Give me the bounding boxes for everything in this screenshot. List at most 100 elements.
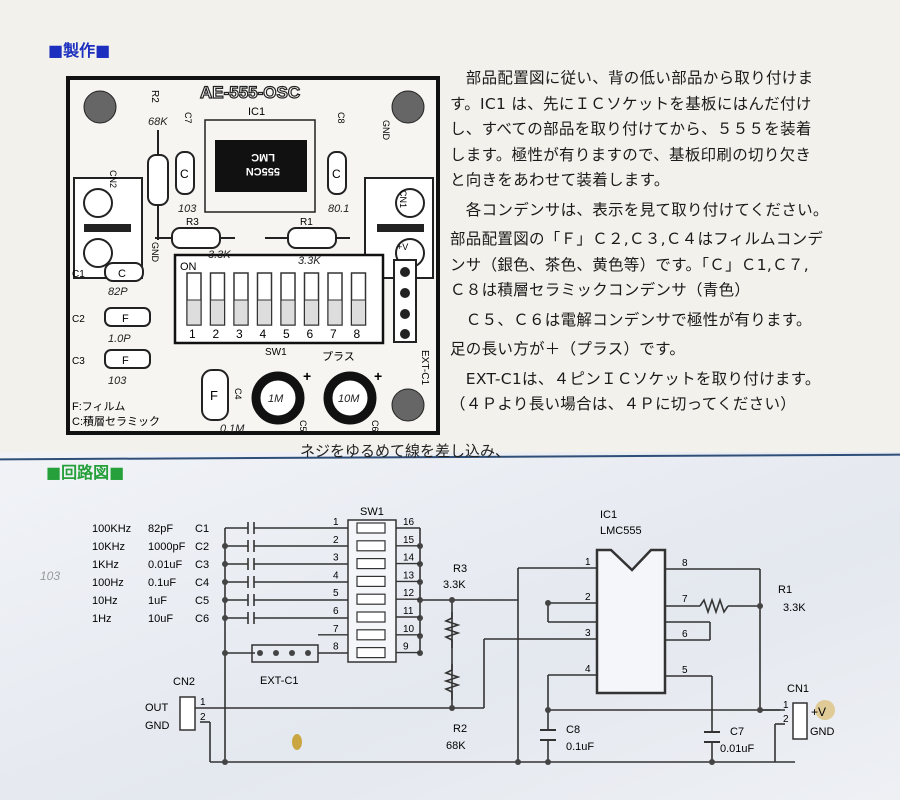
cap-name: C3	[195, 559, 209, 571]
capacitor-c7-symbol	[704, 731, 720, 743]
c6-label: C6	[370, 420, 380, 432]
sw-left-pin: 7	[333, 624, 339, 635]
instruction-line: Ｃ８は積層セラミックコンデンサ（青色）	[450, 281, 751, 299]
hand-note-c6: 10M	[338, 393, 360, 405]
instruction-line: 足の長い方が＋（プラス）です。	[450, 340, 686, 358]
dip-lever-knob	[210, 299, 225, 326]
plus-mark-c5: +	[303, 368, 311, 384]
c8-label: C8	[336, 112, 346, 124]
dip-lever-knob	[257, 299, 272, 326]
sw-element	[356, 629, 386, 641]
hand-note-c5: 1M	[268, 393, 284, 405]
dip-number: 4	[260, 327, 267, 341]
capacitor-c1	[104, 262, 144, 282]
c3-label: C3	[72, 356, 85, 367]
cap-frequency: 1KHz	[92, 559, 119, 571]
r2-label: R2	[149, 90, 160, 103]
vplus-pcb-label: +V	[397, 242, 408, 252]
instruction-line: 各コンデンサは、表示を見て取り付けてください。	[450, 200, 829, 219]
c7-schematic-label: C7	[730, 726, 744, 738]
capacitor-symbol	[225, 576, 348, 588]
ic-pin-1: 1	[585, 557, 591, 568]
ic-pin-4: 4	[585, 664, 591, 675]
resistor-r2	[147, 130, 169, 240]
cn1-pin2: 2	[783, 714, 789, 725]
cn1-pcb-label: CN1	[398, 190, 408, 208]
r2-schematic-label: R2	[453, 723, 467, 735]
resistor-r2-symbol	[443, 664, 461, 700]
sw-on-label: ON	[180, 261, 197, 273]
hand-note-c1: 82P	[108, 286, 128, 298]
r1-value: 3.3K	[783, 602, 806, 614]
dip-number: 7	[330, 327, 337, 341]
instruction-line: します。極性が有りますので、基板印刷の切り欠き	[450, 145, 812, 164]
cap-name: C5	[195, 595, 209, 607]
instructions-text: 部品配置図に従い、背の低い部品から取り付けます。IC1 は、先にＩＣソケットを基…	[450, 66, 895, 418]
cap-frequency: 1Hz	[92, 613, 112, 625]
cn2-pin2: 2	[200, 712, 206, 723]
sw-element	[356, 557, 386, 570]
c7-mark: C	[180, 167, 189, 181]
c2-label: C2	[72, 314, 85, 325]
cap-value: 82pF	[148, 523, 173, 535]
capacitor-symbol	[225, 540, 348, 552]
capacitor-symbol	[225, 612, 348, 624]
ic1-label: IC1	[248, 106, 265, 118]
dip-number: 3	[236, 327, 243, 341]
capacitor-c8	[327, 151, 347, 195]
chip-text: LMC	[251, 151, 275, 163]
pcb-layout: AE-555-OSC IC1 LMC 555CN CN2 CN1 GND GND…	[66, 76, 440, 435]
c5-label: C5	[298, 420, 308, 432]
sw-left-pin: 3	[333, 553, 339, 564]
sw-right-pin: 12	[403, 588, 415, 599]
c4-label: C4	[233, 388, 243, 400]
dip-lever-knob	[304, 299, 319, 326]
ic1-symbol	[595, 548, 667, 695]
resistor-r1	[265, 227, 350, 249]
ext-c1-label: EXT-C1	[419, 350, 430, 385]
instruction-line: EXT-C1は、４ピンＩＣソケットを取り付けます。	[450, 369, 821, 388]
mounting-holes	[83, 90, 425, 422]
capacitor-symbol	[225, 558, 348, 570]
dip-number: 5	[283, 327, 290, 341]
cap-value: 1000pF	[148, 541, 186, 553]
paper-lower	[0, 452, 900, 800]
capacitor-symbol	[225, 594, 348, 606]
dip-lever-knob	[351, 299, 366, 326]
cn2-symbol	[179, 696, 196, 731]
gnd-label-left: GND	[150, 242, 160, 263]
board-title: AE-555-OSC	[200, 83, 300, 102]
resistor-r3-symbol	[443, 612, 461, 648]
c1-label: C1	[72, 269, 85, 280]
sw-right-pin: 15	[403, 535, 415, 546]
chip-text-2: 555CN	[246, 165, 280, 177]
electrolytic-c6	[323, 371, 377, 425]
sw-right-pin: 11	[403, 606, 414, 617]
c8-schematic-label: C8	[566, 724, 580, 736]
sw-element	[356, 646, 386, 659]
ext-c1-schematic-label: EXT-C1	[260, 675, 299, 687]
section-title-circuit: ■回路図■	[46, 463, 125, 482]
torn-text: ネジをゆるめて線を差し込み、	[300, 442, 511, 460]
instruction-line: （４Ｐより長い場合は、４Ｐに切ってください）	[450, 395, 797, 413]
vplus-label: +V	[811, 705, 826, 719]
cn2-label: CN2	[108, 170, 118, 188]
c8-value: 0.1uF	[566, 741, 594, 753]
cn2-terminal	[73, 177, 143, 279]
instruction-line: 部品配置図に従い、背の低い部品から取り付けま	[450, 69, 814, 87]
schematic-wires	[195, 528, 795, 763]
stain	[815, 700, 835, 720]
resistor-r3	[155, 227, 235, 249]
cap-frequency: 100KHz	[92, 523, 131, 535]
ext-c1-socket	[393, 259, 417, 343]
ext-c1-symbol	[251, 644, 319, 663]
sw-right-pin: 13	[403, 570, 415, 581]
cap-value: 10uF	[148, 613, 173, 625]
capacitor-c2	[104, 307, 151, 327]
cap-value: 1uF	[148, 595, 167, 607]
sw-left-pin: 5	[333, 588, 339, 599]
electrolytic-c5	[251, 371, 305, 425]
c7-value: 0.01uF	[720, 743, 755, 755]
